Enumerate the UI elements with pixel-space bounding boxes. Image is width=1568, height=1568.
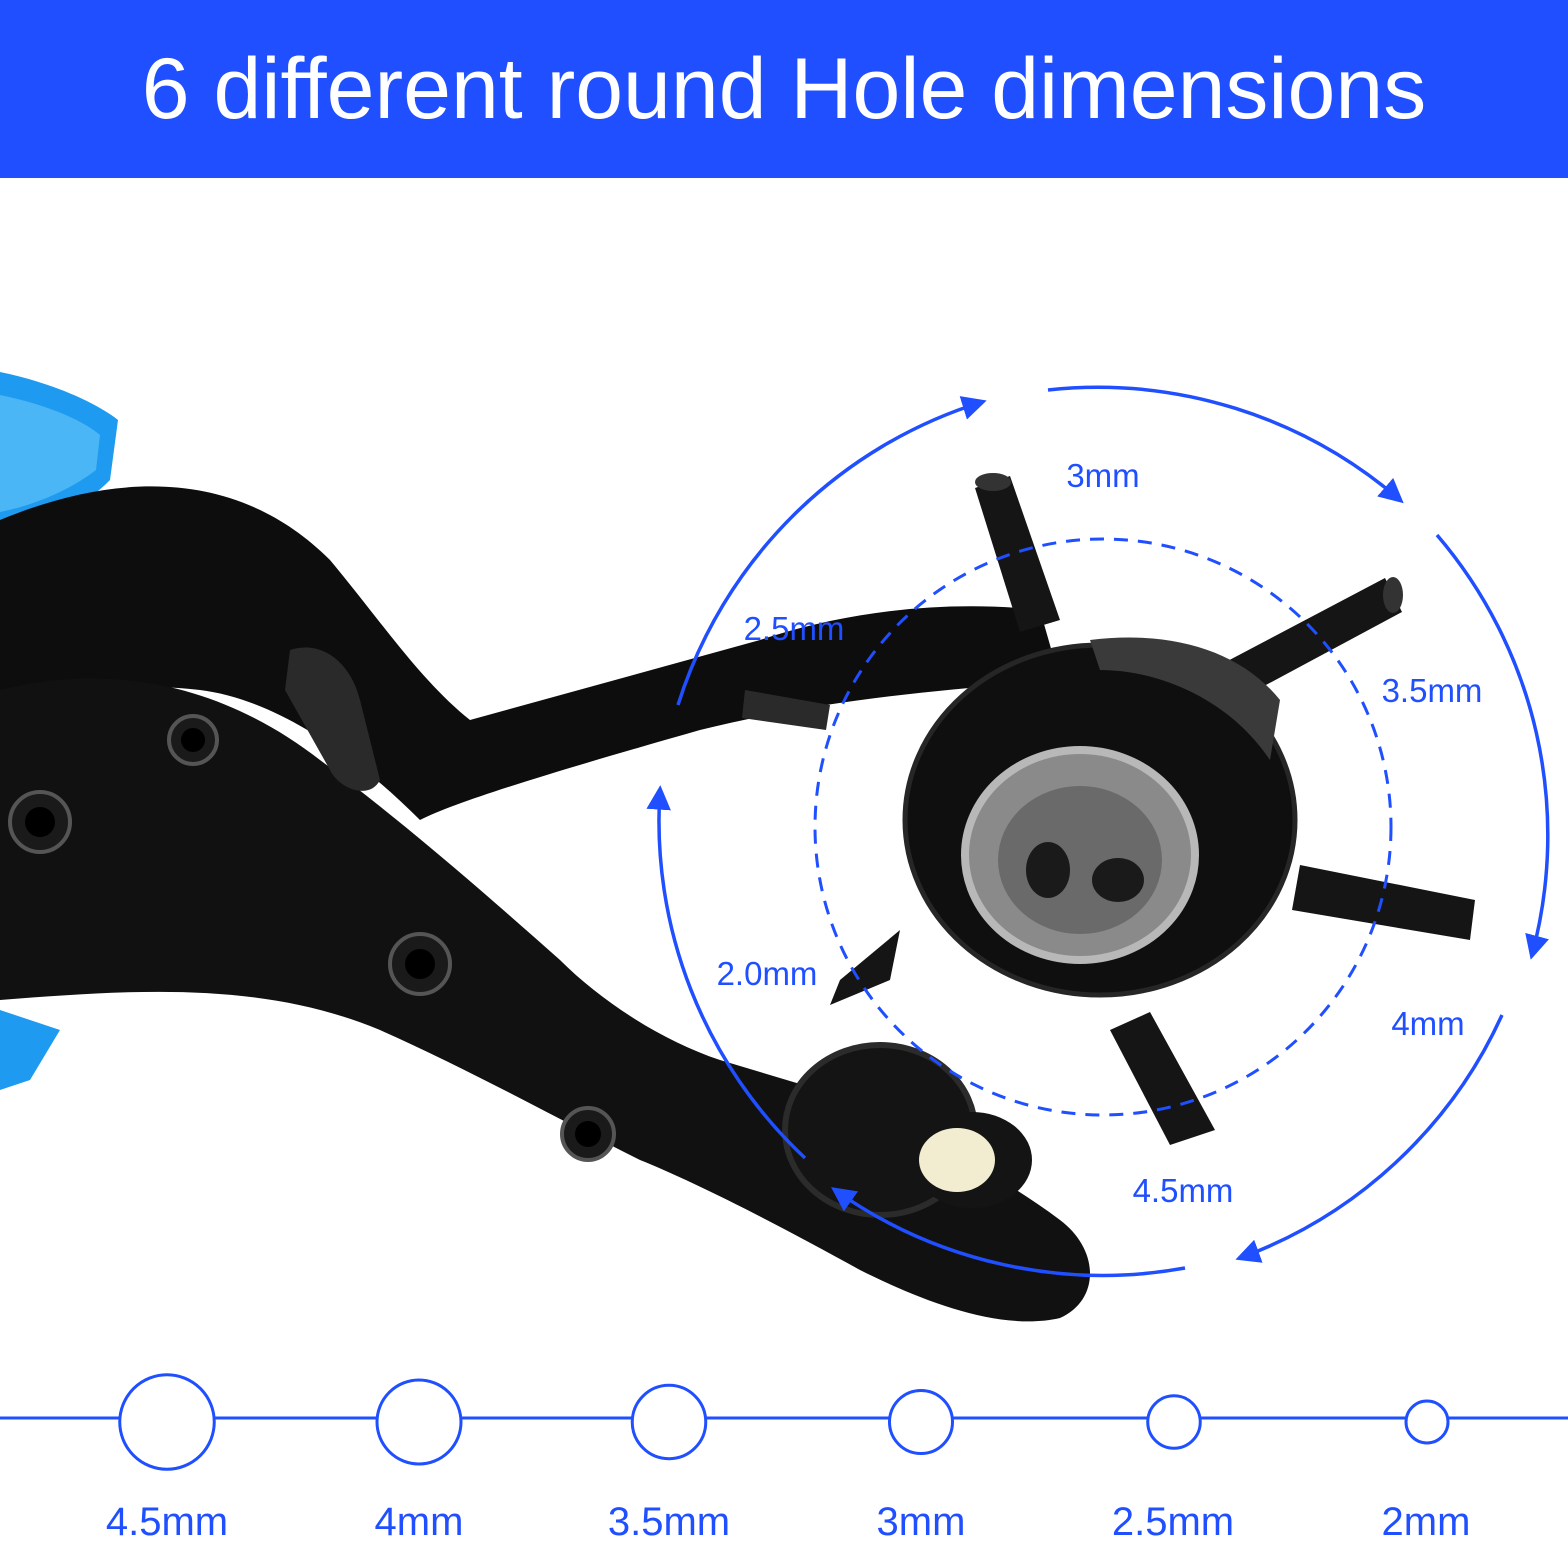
- size-label-4-5mm: 4.5mm: [105, 1500, 229, 1544]
- arrow-3-5-to-4: [1435, 533, 1550, 960]
- size-circle-3mm: [888, 1389, 954, 1455]
- arrow-2-0-to-2-5: [646, 785, 807, 1160]
- size-circle-3-5mm: [630, 1383, 708, 1461]
- punch-wheel: [742, 473, 1475, 1145]
- punch-label-3mm: 3mm: [1066, 457, 1140, 494]
- rotation-dashed-circle: [813, 537, 1393, 1117]
- punch-label-2-5mm: 2.5mm: [743, 610, 845, 647]
- size-label-2mm: 2mm: [1381, 1500, 1471, 1544]
- size-scale-circles: [118, 1373, 1450, 1471]
- arrow-3-to-3-5: [1047, 385, 1404, 504]
- arrow-2-5-to-3: [676, 396, 987, 706]
- punch-label-4mm: 4mm: [1391, 1005, 1465, 1042]
- punch-label-2-0mm: 2.0mm: [716, 955, 818, 992]
- size-circle-4mm: [375, 1378, 463, 1466]
- size-circle-4-5mm: [118, 1373, 216, 1471]
- size-label-4mm: 4mm: [374, 1500, 464, 1544]
- arrow-4-5-to-2-0: [831, 1187, 1186, 1278]
- size-label-2-5mm: 2.5mm: [1111, 1500, 1235, 1544]
- handle-grip: [0, 372, 118, 1090]
- size-circle-2mm: [1404, 1399, 1450, 1445]
- size-circle-2-5mm: [1146, 1394, 1202, 1450]
- punch-label-4-5mm: 4.5mm: [1132, 1172, 1234, 1209]
- arrow-4-to-4-5: [1235, 1014, 1504, 1263]
- title-banner: 6 different round Hole dimensions: [0, 0, 1568, 178]
- punch-label-3-5mm: 3.5mm: [1381, 672, 1483, 709]
- anvil-disc: [782, 1042, 1032, 1218]
- size-label-3mm: 3mm: [876, 1500, 966, 1544]
- rotation-arrows: [646, 385, 1550, 1278]
- size-label-3-5mm: 3.5mm: [607, 1500, 731, 1544]
- page-title: 6 different round Hole dimensions: [141, 40, 1427, 137]
